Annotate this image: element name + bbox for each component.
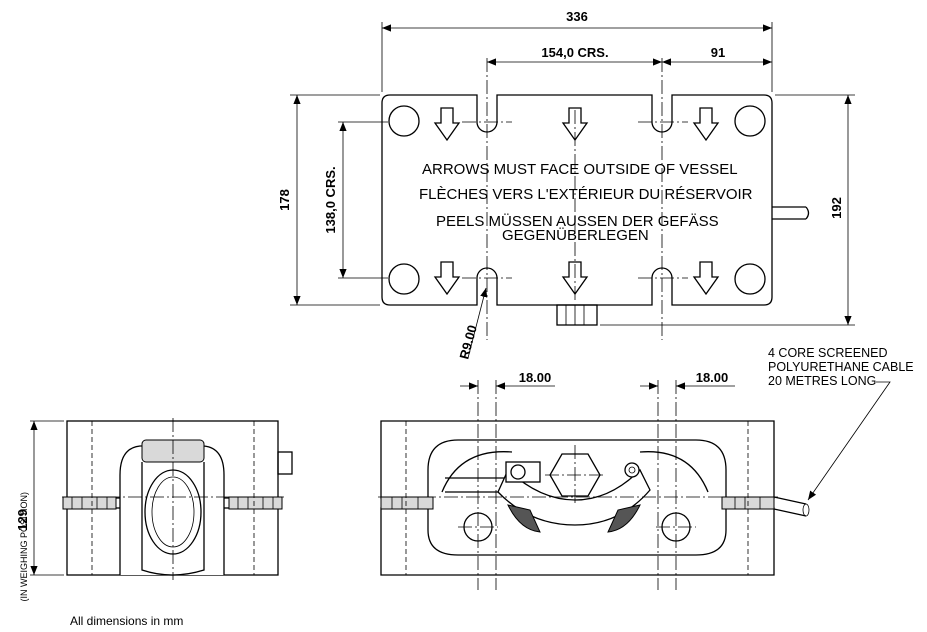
note-french: FLÈCHES VERS L'EXTÉRIEUR DU RÉSERVOIR — [419, 186, 753, 203]
dim-width-total: 336 — [566, 9, 588, 24]
dim-radius: R9.00 — [456, 323, 479, 360]
spacer-bolt — [228, 496, 283, 510]
side-cable-gland — [277, 451, 293, 475]
dim-side-height-note: (IN WEIGHING POSITION) — [19, 492, 29, 602]
plan-outline — [381, 94, 773, 306]
direction-arrow-icon — [561, 261, 589, 296]
footer-note: All dimensions in mm — [70, 614, 183, 628]
direction-arrow-icon — [692, 107, 720, 142]
front-roller — [507, 504, 541, 533]
cable-callout: 4 CORE SCREENED POLYURETHANE CABLE 20 ME… — [768, 346, 914, 501]
mounting-hole — [388, 105, 420, 137]
direction-arrow-icon — [561, 107, 589, 142]
front-pin — [624, 462, 640, 478]
front-rocker — [497, 468, 651, 526]
spacer-bolt — [62, 496, 117, 510]
front-bottom-plate — [380, 507, 775, 576]
cable-line2: POLYURETHANE CABLE — [768, 360, 914, 374]
direction-arrow-icon — [433, 107, 461, 142]
front-pin — [510, 464, 526, 480]
dim-edge-offset: 91 — [711, 45, 725, 60]
dim-side-height: 129 — [15, 509, 30, 531]
note-german-line1: PEELS MÜSSEN AUSSEN DER GEFÄSS — [436, 212, 719, 230]
cable-line1: 4 CORE SCREENED — [768, 346, 887, 360]
front-roller — [607, 504, 641, 533]
mounting-hole — [388, 263, 420, 295]
dim-height-total: 178 — [277, 189, 292, 211]
direction-arrow-icon — [433, 261, 461, 296]
dim-slot-left: 18.00 — [519, 370, 552, 385]
spacer-bolt — [380, 496, 434, 510]
plan-view: 336 154,0 CRS. 91 178 138,0 CRS. 192 R9.… — [277, 9, 855, 361]
front-view: 18.00 18.00 — [378, 370, 810, 590]
cable-line3: 20 METRES LONG — [768, 374, 876, 388]
side-view: 129 (IN WEIGHING POSITION) — [15, 418, 293, 602]
dim-holes-crs-horizontal: 154,0 CRS. — [541, 45, 608, 60]
direction-arrow-icon — [692, 261, 720, 296]
front-top-plate — [380, 420, 775, 499]
dim-slot-right: 18.00 — [696, 370, 729, 385]
dim-height-right: 192 — [829, 197, 844, 219]
dim-holes-crs-vertical: 138,0 CRS. — [323, 166, 338, 233]
mounting-hole — [734, 263, 766, 295]
note-english: ARROWS MUST FACE OUTSIDE OF VESSEL — [422, 161, 738, 178]
note-german-line2: GEGENÜBERLEGEN — [502, 226, 649, 244]
cable-gland — [556, 304, 598, 326]
mounting-hole — [734, 105, 766, 137]
